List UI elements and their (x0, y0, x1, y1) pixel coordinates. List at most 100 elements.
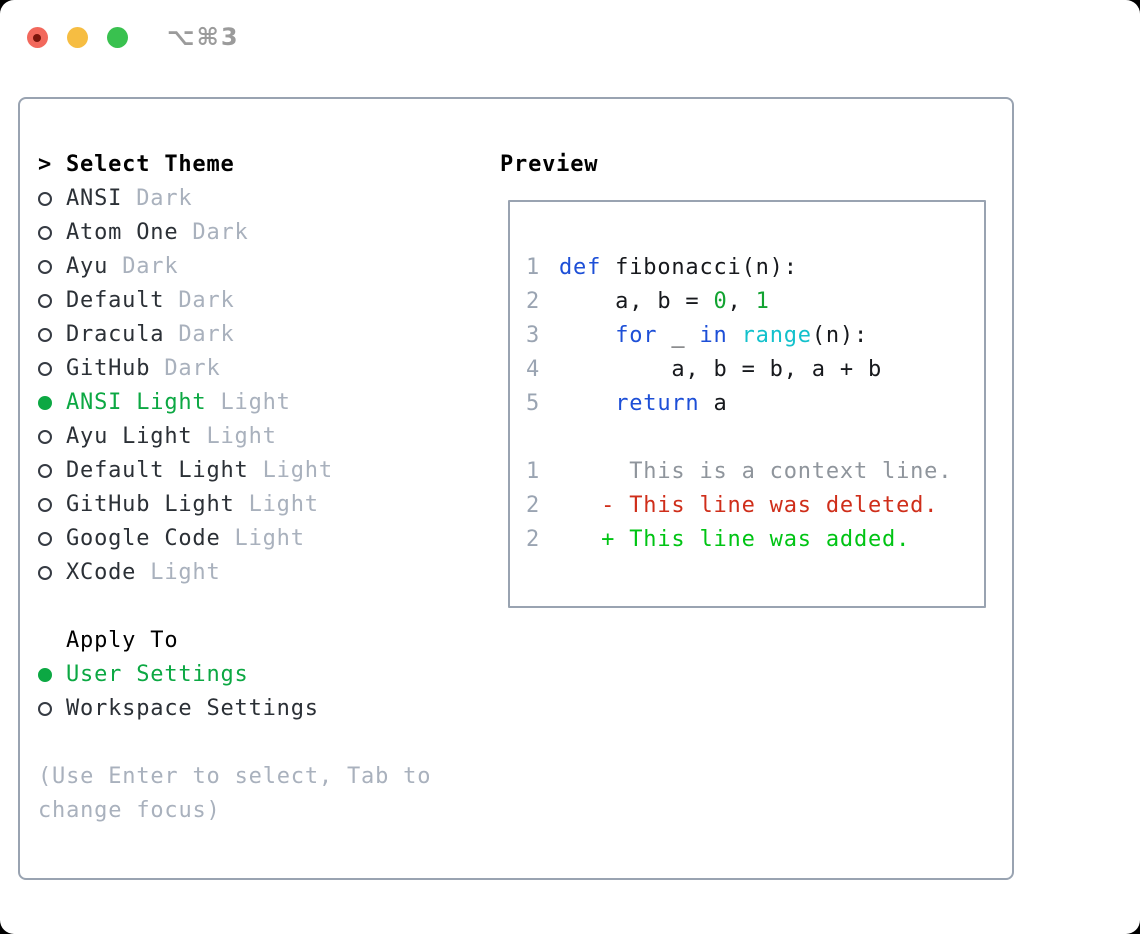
theme-item-name: ANSI Light (66, 390, 207, 415)
theme-item-name: Dracula (66, 322, 165, 347)
code-blank-line (518, 421, 968, 455)
theme-item-name: Ayu (66, 254, 109, 279)
line-number: 2 (525, 493, 540, 518)
radio-icon (38, 318, 66, 352)
theme-list-header-row: > Select Theme (38, 148, 488, 182)
theme-item-ansi[interactable]: ANSI Dark (38, 182, 488, 216)
apply-option-user-settings[interactable]: User Settings (38, 658, 488, 692)
theme-item-atom-one[interactable]: Atom One Dark (38, 216, 488, 250)
close-button[interactable] (26, 26, 48, 48)
zoom-button[interactable] (106, 26, 128, 48)
theme-item-name: ANSI (66, 186, 123, 211)
theme-item-variant: Dark (164, 356, 221, 381)
radio-icon (38, 284, 66, 318)
theme-item-name: XCode (66, 560, 137, 585)
theme-item-variant: Dark (178, 322, 235, 347)
radio-circle (38, 226, 52, 240)
radio-icon (38, 182, 66, 216)
theme-item-xcode[interactable]: XCode Light (38, 556, 488, 590)
code-token-ctx: This is a context line. (559, 459, 953, 484)
radio-icon (38, 692, 66, 726)
code-token-add: + This line was added. (559, 527, 911, 552)
code-token-plain: fibonacci(n): (601, 255, 798, 280)
minimize-button[interactable] (66, 26, 88, 48)
apply-option-workspace-settings[interactable]: Workspace Settings (38, 692, 488, 726)
code-token-num: 0 (713, 289, 728, 314)
code-line: 2 - This line was deleted. (518, 489, 968, 523)
code-token-kw: return (615, 391, 700, 416)
radio-circle (38, 260, 52, 274)
radio-icon (38, 488, 66, 522)
theme-item-variant: Light (262, 458, 333, 483)
line-content: - This line was deleted. (559, 489, 938, 523)
theme-item-github-light[interactable]: GitHub Light Light (38, 488, 488, 522)
theme-item-github[interactable]: GitHub Dark (38, 352, 488, 386)
theme-item-name: GitHub Light (66, 492, 235, 517)
apply-option-label: Workspace Settings (66, 696, 319, 721)
help-text-line1: (Use Enter to select, Tab to (38, 764, 432, 789)
radio-circle (38, 532, 52, 546)
code-token-del: - This line was deleted. (559, 493, 939, 518)
line-number (518, 421, 540, 455)
window-title-shortcut: ⌥⌘3 (167, 23, 240, 51)
theme-item-google-code[interactable]: Google Code Light (38, 522, 488, 556)
radio-selected-circle (38, 396, 52, 410)
selection-prompt: > (38, 152, 67, 177)
theme-item-variant: Dark (192, 220, 249, 245)
theme-item-name: GitHub (66, 356, 151, 381)
theme-item-ayu-light[interactable]: Ayu Light Light (38, 420, 488, 454)
code-line: 3 for _ in range(n): (518, 319, 968, 353)
radio-icon (38, 250, 66, 284)
theme-item-name: Atom One (66, 220, 179, 245)
radio-icon (38, 522, 66, 556)
code-token-plain: , (727, 289, 756, 314)
radio-circle (38, 498, 52, 512)
code-token-plain: a, b = b, a + b (559, 357, 883, 382)
code-line: 4 a, b = b, a + b (518, 353, 968, 387)
theme-item-variant: Dark (136, 186, 193, 211)
radio-circle (38, 192, 52, 206)
radio-circle (38, 464, 52, 478)
preview-box (508, 200, 986, 608)
radio-circle (38, 328, 52, 342)
theme-item-variant: Dark (178, 288, 235, 313)
line-number: 5 (525, 391, 540, 416)
line-content: return a (559, 387, 728, 421)
theme-item-variant: Light (220, 390, 291, 415)
theme-item-variant: Light (248, 492, 319, 517)
theme-item-ayu[interactable]: Ayu Dark (38, 250, 488, 284)
line-content: + This line was added. (559, 523, 910, 557)
apply-option-label: User Settings (66, 662, 249, 687)
theme-item-default-light[interactable]: Default Light Light (38, 454, 488, 488)
radio-icon (38, 556, 66, 590)
code-token-kw: for (615, 323, 658, 348)
line-number: 2 (525, 289, 540, 314)
line-number: 1 (525, 255, 540, 280)
theme-item-dracula[interactable]: Dracula Dark (38, 318, 488, 352)
line-number: 3 (525, 323, 540, 348)
theme-item-ansi-light[interactable]: ANSI Light Light (38, 386, 488, 420)
code-token-plain: a, b = (559, 289, 714, 314)
line-content: a, b = 0, 1 (559, 285, 770, 319)
close-dot-icon (32, 33, 41, 42)
line-number: 1 (525, 459, 540, 484)
line-content: This is a context line. (559, 455, 952, 489)
apply-to-header-row: Apply To (38, 624, 488, 658)
code-line: 2 a, b = 0, 1 (518, 285, 968, 319)
preview-header: Preview (500, 152, 599, 177)
radio-icon (38, 216, 66, 250)
code-token-plain (728, 323, 742, 348)
radio-icon (38, 420, 66, 454)
code-token-builtin: range (741, 323, 812, 348)
theme-item-default[interactable]: Default Dark (38, 284, 488, 318)
code-line: 1 This is a context line. (518, 455, 968, 489)
theme-item-name: Default Light (66, 458, 249, 483)
theme-item-name: Ayu Light (66, 424, 193, 449)
radio-icon (38, 454, 66, 488)
radio-selected-circle (38, 668, 52, 682)
code-token-plain: (n): (811, 323, 869, 348)
